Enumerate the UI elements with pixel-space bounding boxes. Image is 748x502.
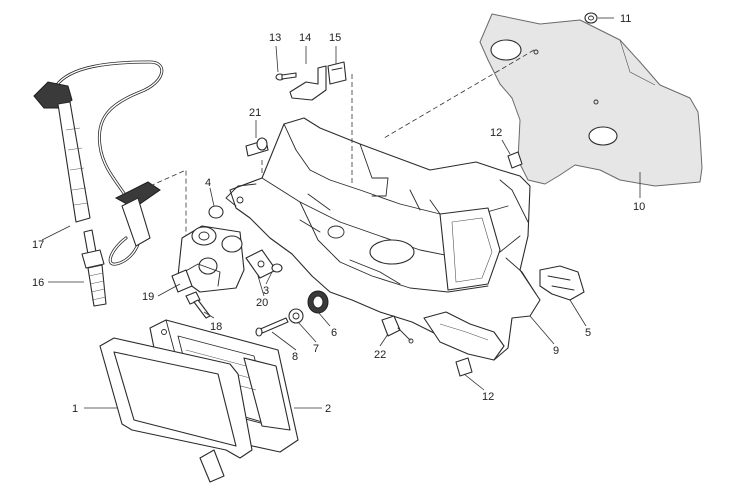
- callout-12-top: 12: [490, 127, 502, 139]
- rubber-pad-4: [208, 205, 224, 219]
- callout-3: 3: [263, 285, 269, 297]
- ring-3: [271, 263, 283, 273]
- bracket-5: [539, 265, 585, 301]
- callout-18: 18: [210, 321, 222, 333]
- pin-21: [245, 137, 269, 157]
- cover-panel: [479, 13, 703, 187]
- screw-13: [275, 72, 297, 81]
- callout-14: 14: [299, 32, 311, 44]
- bolt-18: [185, 291, 211, 319]
- callout-10: 10: [633, 201, 645, 213]
- callout-13: 13: [269, 32, 281, 44]
- callout-19: 19: [142, 291, 154, 303]
- callout-1: 1: [72, 403, 78, 415]
- callout-16: 16: [32, 277, 44, 289]
- connector-22: [381, 315, 414, 344]
- grommet-6: [307, 290, 329, 314]
- callout-9: 9: [553, 345, 559, 357]
- callout-4: 4: [205, 177, 211, 189]
- bolt-8: [255, 317, 289, 337]
- subframe: [225, 117, 541, 361]
- callout-8: 8: [292, 351, 298, 363]
- spark-plug-lead: [33, 60, 164, 266]
- bracket-14: [289, 65, 327, 101]
- clip-12-bottom: [455, 357, 473, 377]
- callout-labels: 1 2 3 4 5 6 7 8 9 10 11 12 12 13 14 15 1…: [32, 13, 645, 415]
- spark-plug: [81, 229, 107, 307]
- clip-12-top: [507, 151, 523, 169]
- washer-11: [584, 12, 598, 24]
- callout-17: 17: [32, 239, 44, 251]
- ignition-coil-unit: [171, 225, 245, 293]
- callout-11: 11: [620, 13, 631, 25]
- callout-5: 5: [585, 327, 591, 339]
- ecu-frame: [99, 337, 253, 483]
- leader-lines: [41, 17, 641, 409]
- callout-20: 20: [256, 297, 268, 309]
- callout-15: 15: [329, 32, 341, 44]
- callout-6: 6: [331, 327, 337, 339]
- callout-7: 7: [313, 343, 319, 355]
- callout-22: 22: [374, 349, 386, 361]
- callout-2: 2: [325, 403, 331, 415]
- callout-12-bottom: 12: [482, 391, 494, 403]
- callout-21: 21: [249, 107, 261, 119]
- washer-7: [288, 308, 304, 324]
- clip-15: [327, 61, 347, 85]
